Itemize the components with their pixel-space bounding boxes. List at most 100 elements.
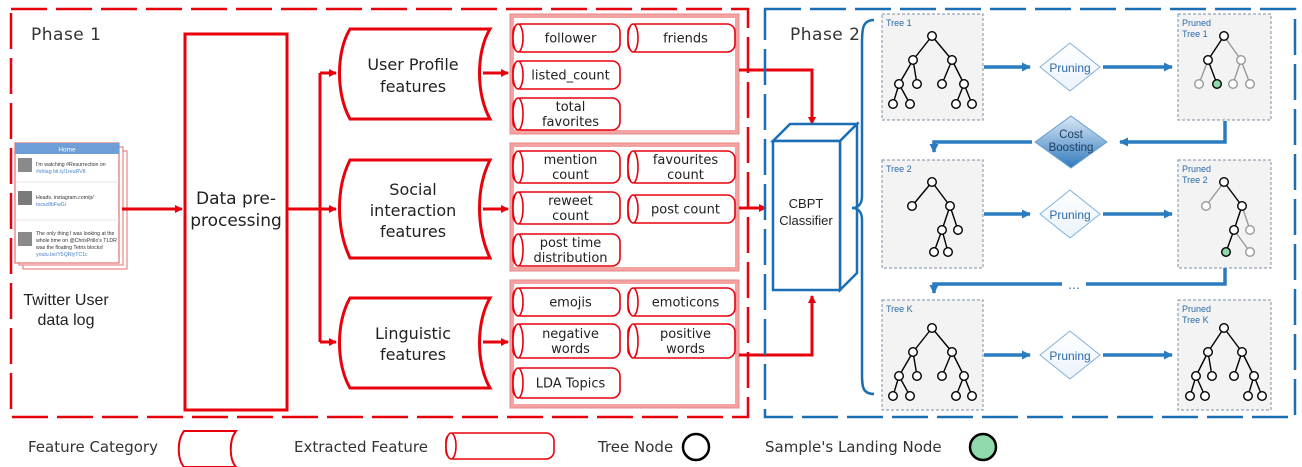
- tree-label: Pruned: [1182, 18, 1211, 28]
- extracted-feature-label: listed_count: [531, 69, 610, 84]
- pruning-node-2: Pruning: [1039, 189, 1101, 239]
- data-preprocessing-box: [183, 32, 289, 412]
- tree-node: [907, 200, 918, 211]
- phase1-border: [9, 7, 750, 419]
- twitter-feed-stack: Home I'm watching #Resurrection on #shta…: [14, 142, 128, 270]
- tree-node: [1244, 224, 1255, 235]
- tree-node: [912, 371, 923, 382]
- tree-node: [888, 98, 899, 109]
- tweet2-line2: tocsz8bFwG/: [36, 202, 67, 208]
- extracted-feature-pill: LDA Topics: [512, 367, 621, 399]
- cost-boosting-node: Cost Boosting: [1034, 115, 1108, 169]
- tree-node: [937, 371, 948, 382]
- extracted-feature-label: post count: [651, 203, 720, 218]
- tweet3-line3: was the floating Tetris blocks!: [36, 245, 103, 251]
- tree-node: [1235, 55, 1246, 66]
- tree-node: [1228, 371, 1239, 382]
- category-social-line1: Social: [389, 180, 436, 199]
- tree-node: [1228, 224, 1239, 235]
- extracted-feature-label: reweet: [548, 194, 593, 209]
- tweet2-line1: Heads. instagram.com/p/: [36, 195, 94, 201]
- tweet1-line2: #shtag bit.ly/1reuRV8: [36, 169, 86, 175]
- tree-node: [951, 98, 962, 109]
- legend: Feature Category Extracted Feature Tree …: [28, 430, 998, 467]
- extracted-feature-pill: friends: [627, 23, 736, 53]
- extracted-feature-pill: emoticons: [627, 287, 736, 317]
- tree-node: [1218, 323, 1229, 334]
- category-linguistic: Linguistic features: [338, 296, 493, 390]
- feature-category-icon: [177, 430, 239, 467]
- category-linguistic-line1: Linguistic: [375, 324, 451, 343]
- tweet3-line1: The only thing I was looking at the: [36, 231, 115, 237]
- tweet-avatar: [18, 232, 32, 246]
- extracted-feature-label: LDA Topics: [536, 377, 606, 392]
- preprocessing-line1: Data pre-: [196, 189, 276, 209]
- tree-node: [908, 347, 919, 358]
- tweet3-line4: youtu.be/Y5QRlyTC1c: [36, 252, 88, 258]
- tree-node: [959, 78, 970, 89]
- extracted-feature-label: positive: [660, 327, 711, 342]
- tree-ensemble-brace: [851, 18, 875, 396]
- tree-label: Pruned: [1182, 164, 1211, 174]
- extracted-feature-label: emoticons: [652, 296, 720, 311]
- tree-node: [953, 224, 964, 235]
- tree-node: [951, 391, 962, 402]
- tree-label: Tree 1: [886, 18, 912, 28]
- tree-panel: Tree 1: [881, 13, 984, 121]
- tree-node: [1199, 391, 1210, 402]
- tree-node: [1218, 176, 1229, 187]
- extracted-feature-pill: post count: [627, 194, 736, 224]
- fanout-arrows: [287, 69, 337, 346]
- ellipsis-label: ...: [1068, 276, 1080, 292]
- tree-node: [1206, 371, 1217, 382]
- phase2-title: Phase 2: [790, 25, 860, 45]
- extracted-feature-label: emojis: [549, 296, 592, 311]
- tweet-avatar: [18, 191, 32, 205]
- tree-node: [894, 371, 905, 382]
- legend-feature-category: Feature Category: [28, 438, 158, 456]
- pruning-label: Pruning: [1049, 349, 1090, 363]
- tree-node: [908, 55, 919, 66]
- tree-node: [888, 391, 899, 402]
- tree-node: [1244, 246, 1255, 257]
- tree-node: [1190, 371, 1201, 382]
- tree-node: [1202, 55, 1213, 66]
- extracted-feature-label: distribution: [533, 251, 607, 266]
- phase1-title: Phase 1: [31, 25, 101, 45]
- extracted-feature-label: follower: [545, 32, 597, 47]
- tree-node: [1248, 371, 1259, 382]
- tree-label: Tree 2: [1182, 175, 1208, 185]
- extracted-feature-label: negative: [542, 327, 599, 342]
- pruning-node-3: Pruning: [1039, 330, 1101, 380]
- tweet3-line2: whole time on @ChrisPrillo's TLDR: [36, 238, 117, 244]
- tree-node: [1256, 391, 1267, 402]
- cost-boosting-line1: Cost: [1059, 129, 1083, 141]
- category-user-profile-line1: User Profile: [367, 55, 458, 74]
- tree-label: Tree 1: [1182, 29, 1208, 39]
- category-social: Social interaction features: [338, 158, 493, 260]
- tree-node: [927, 176, 938, 187]
- tree-node: [937, 78, 948, 89]
- category-user-profile-line2: features: [380, 77, 446, 96]
- extracted-feature-label: favorites: [542, 115, 599, 130]
- tree-node: [929, 246, 940, 257]
- phase2-border: [763, 7, 1297, 419]
- tree-node: [1200, 200, 1211, 211]
- tree-node: [905, 391, 916, 402]
- tree-panel: Tree 2: [881, 159, 984, 269]
- preprocessing-line2: processing: [190, 211, 282, 231]
- cost-boosting-line2: Boosting: [1049, 142, 1094, 154]
- extracted-feature-label: count: [667, 168, 704, 183]
- cbpt-classifier: CBPT Classifier: [769, 120, 861, 294]
- tree-node: [1242, 391, 1253, 402]
- tree-label: Tree 2: [886, 164, 912, 174]
- extracted-feature-label: words: [551, 342, 590, 357]
- legend-extracted-feature: Extracted Feature: [294, 438, 428, 456]
